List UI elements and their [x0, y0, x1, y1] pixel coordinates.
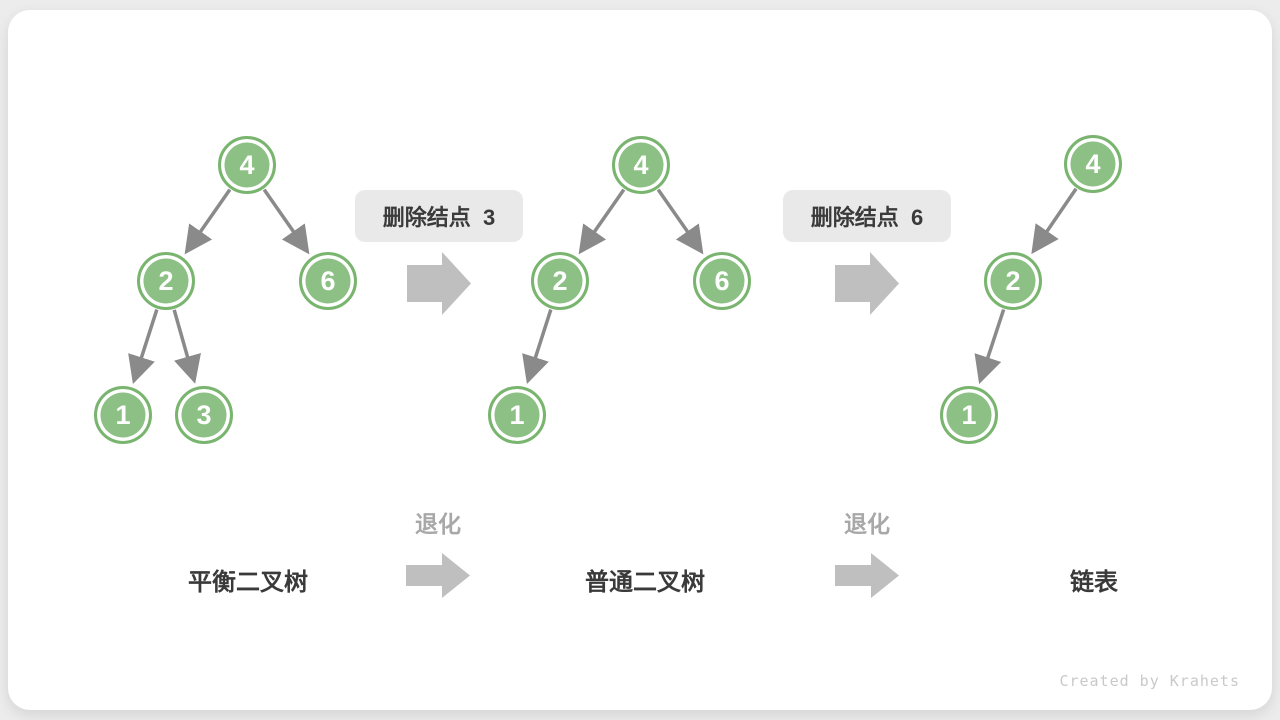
tree-3-node-4: 4: [1064, 135, 1122, 193]
tree-1-node-1: 1: [94, 386, 152, 444]
right-arrow-icon: [407, 252, 471, 315]
tree-3-node-2: 2: [984, 252, 1042, 310]
tree-3-node-1: 1: [940, 386, 998, 444]
delete-node-6-badge: 删除结点 6: [783, 190, 951, 242]
delete-node-3-badge: 删除结点 3: [355, 190, 523, 242]
tree-2-node-6: 6: [693, 252, 751, 310]
tree-1-node-6: 6: [299, 252, 357, 310]
right-arrow-icon: [406, 553, 470, 598]
tree-1-node-4: 4: [218, 136, 276, 194]
linked-list-label: 链表: [1070, 569, 1118, 596]
balanced-binary-tree-label: 平衡二叉树: [188, 569, 308, 596]
ordinary-binary-tree-label: 普通二叉树: [585, 569, 705, 596]
right-arrow-icon: [835, 252, 899, 315]
canvas-card: [8, 10, 1272, 710]
degrade-label: 退化: [844, 511, 890, 537]
tree-2-node-4: 4: [612, 136, 670, 194]
tree-2-node-1: 1: [488, 386, 546, 444]
tree-1-node-2: 2: [137, 252, 195, 310]
watermark: Created by Krahets: [1059, 672, 1240, 690]
degrade-label: 退化: [415, 511, 461, 537]
tree-2-node-2: 2: [531, 252, 589, 310]
tree-1-node-3: 3: [175, 386, 233, 444]
right-arrow-icon: [835, 553, 899, 598]
